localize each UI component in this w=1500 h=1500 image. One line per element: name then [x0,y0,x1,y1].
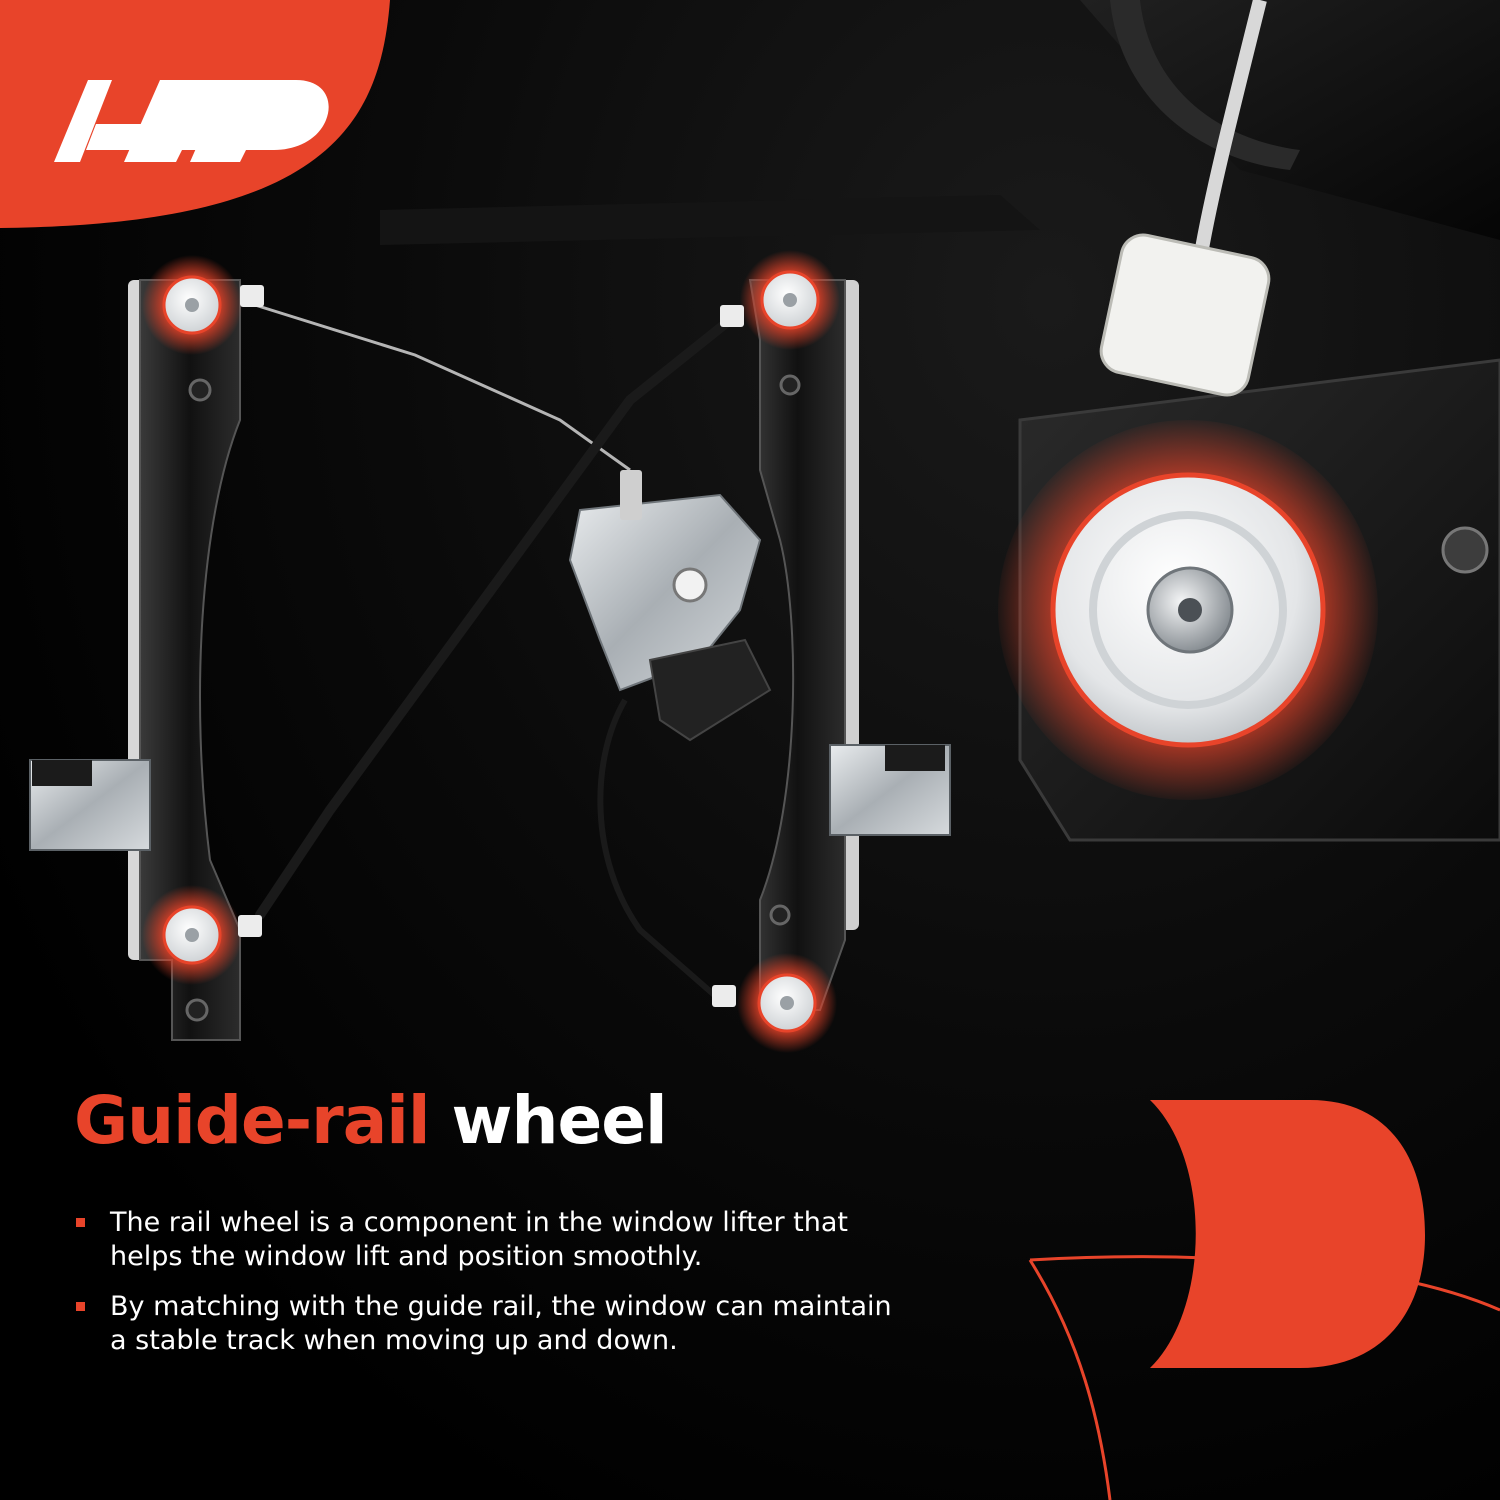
feature-list: The rail wheel is a component in the win… [74,1206,894,1374]
motor-spindle [672,567,708,603]
A-P-logo [54,80,329,162]
cable-end-block [240,285,264,307]
brand-arc-line [1029,1255,1500,1312]
right-rail-bolt [769,904,791,926]
feature-text: By matching with the guide rail, the win… [110,1291,892,1356]
feature-list-item: By matching with the guide rail, the win… [74,1290,894,1358]
left-rail-bolt [185,998,209,1022]
brand-half-disc [1150,1100,1425,1368]
cable-end-block [720,305,744,327]
guide-wheel-bottom-left [142,885,242,985]
guide-wheel-top-right [740,250,840,350]
closeup-wheel-bolt [1178,598,1202,622]
feature-list-item: The rail wheel is a component in the win… [74,1206,894,1274]
left-clip-pad [32,760,92,786]
right-rail-bolt [779,374,801,396]
cable-end-block [238,915,262,937]
cable-fitting [620,470,642,520]
door-handle-shape [1110,0,1300,170]
headline-rest: wheel [451,1082,668,1159]
closeup-bracket-bolt [1441,526,1489,574]
brand-arc-line [1028,1259,1112,1500]
guide-wheel-top-left [142,255,242,355]
cable-end-block [712,985,736,1007]
guide-wheel-bottom-right [737,953,837,1053]
cable-sleeve [255,315,735,920]
feature-text: The rail wheel is a component in the win… [110,1207,848,1272]
closeup-cable [1193,0,1267,262]
headline: Guide-rail wheel [74,1088,668,1154]
closeup-cable-end [1099,233,1271,397]
closeup-wheel-rim [1089,511,1287,709]
right-rail [748,279,846,1011]
motor-body [648,638,772,742]
right-clip-pad [885,745,945,771]
headline-accent: Guide-rail [74,1082,431,1159]
cable-sleeve [597,698,722,1003]
square-bullet-icon [76,1302,85,1311]
door-panel-shape [1080,0,1500,240]
left-rail-bolt [188,378,212,402]
square-bullet-icon [76,1218,85,1227]
dashboard-shape [380,195,1040,245]
